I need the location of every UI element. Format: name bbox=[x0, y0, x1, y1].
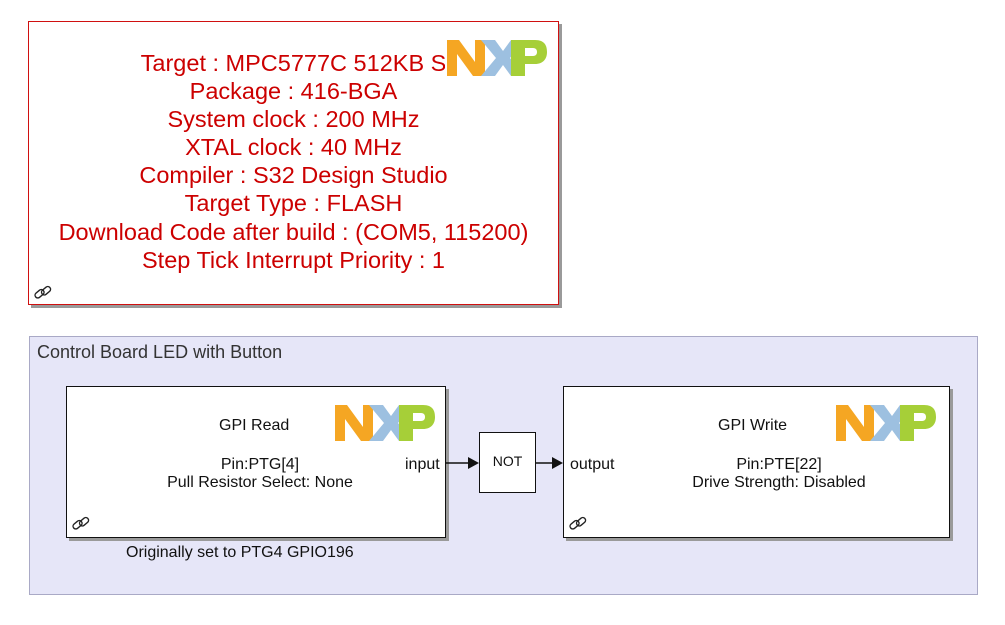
gpi-read-block[interactable]: GPI Read Pin:PTG[4] Pull Resistor Select… bbox=[66, 386, 446, 538]
not-label: NOT bbox=[492, 453, 523, 469]
gpi-write-pin: Pin:PTE[22] bbox=[736, 456, 822, 473]
gpi-read-title: GPI Read bbox=[219, 417, 290, 434]
subsystem-title: Control Board LED with Button bbox=[37, 342, 283, 362]
nxp-logo bbox=[335, 405, 435, 441]
link-icon bbox=[72, 516, 90, 530]
nxp-logo bbox=[836, 405, 936, 441]
not-block[interactable]: NOT bbox=[479, 432, 536, 493]
config-lines: Target : MPC5777C 512KB S Package : 416-… bbox=[29, 49, 558, 274]
gpi-read-port-label: input bbox=[405, 456, 440, 473]
gpi-write-drive: Drive Strength: Disabled bbox=[692, 474, 866, 491]
config-compiler: Compiler : S32 Design Studio bbox=[139, 162, 448, 189]
config-target-type: Target Type : FLASH bbox=[184, 190, 403, 217]
gpi-read-resistor: Pull Resistor Select: None bbox=[167, 474, 353, 491]
config-xtal-clock: XTAL clock : 40 MHz bbox=[185, 134, 402, 161]
link-icon bbox=[34, 285, 52, 299]
gpi-write-block[interactable]: GPI Write output Pin:PTE[22] Drive Stren… bbox=[563, 386, 950, 538]
config-target: Target : MPC5777C 512KB S bbox=[140, 50, 447, 76]
config-package: Package : 416-BGA bbox=[189, 78, 398, 105]
nxp-logo bbox=[445, 38, 549, 78]
target-config-block[interactable]: Target : MPC5777C 512KB S Package : 416-… bbox=[28, 21, 559, 305]
gpi-read-note: Originally set to PTG4 GPIO196 bbox=[126, 544, 354, 561]
gpi-read-pin: Pin:PTG[4] bbox=[220, 456, 300, 473]
config-system-clock: System clock : 200 MHz bbox=[167, 106, 420, 133]
config-download: Download Code after build : (COM5, 11520… bbox=[58, 218, 529, 245]
link-icon bbox=[569, 516, 587, 530]
gpi-write-title: GPI Write bbox=[718, 417, 788, 434]
gpi-write-port-label: output bbox=[570, 456, 615, 473]
config-step-tick: Step Tick Interrupt Priority : 1 bbox=[142, 246, 445, 273]
